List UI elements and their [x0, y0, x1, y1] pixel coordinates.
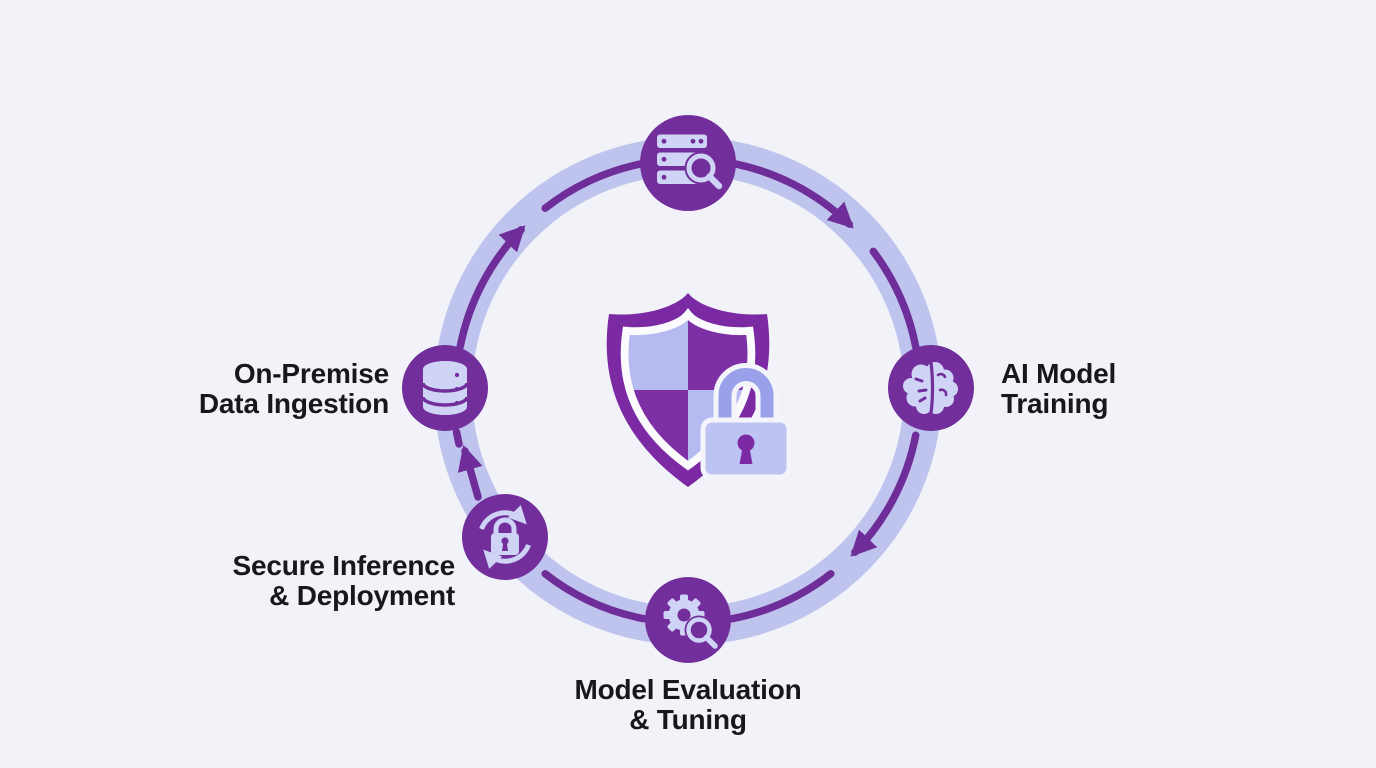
- arrow-right-to-bottom: [850, 431, 920, 557]
- arrow-bottomleft-to-left: [457, 444, 483, 501]
- label-ai-model-training: AI Model Training: [1001, 358, 1117, 419]
- shield-lock-icon: [606, 293, 792, 487]
- server-search-icon: [657, 134, 723, 190]
- flow-arrows: [452, 159, 920, 623]
- arc-stub-left: [452, 428, 463, 448]
- keyhole: [737, 434, 755, 452]
- database-icon: [421, 361, 469, 415]
- shield-inner-outline: [620, 308, 756, 471]
- arc-bottom-to-bottomleft: [541, 570, 648, 623]
- arc-to-bottom-node: [728, 570, 835, 623]
- node-bottom: [645, 577, 731, 663]
- lock-refresh-icon: [479, 505, 531, 569]
- gear-search-icon: [663, 594, 718, 649]
- arrow-left-to-top: [456, 225, 526, 351]
- node-top: [640, 115, 736, 211]
- arrow-top-to-right: [728, 159, 854, 229]
- brain-icon: [903, 361, 958, 415]
- label-model-evaluation-tuning: Model Evaluation & Tuning: [574, 674, 802, 735]
- label-secure-inference-deployment: Secure Inference & Deployment: [232, 550, 456, 611]
- node-right: [888, 345, 974, 431]
- label-on-premise-data-ingestion: On-Premise Data Ingestion: [198, 358, 389, 419]
- padlock-icon: [700, 363, 792, 480]
- node-bottom-left: [462, 494, 548, 580]
- arc-to-top-node: [541, 159, 648, 212]
- node-left: [402, 345, 488, 431]
- arc-to-right-node: [869, 247, 920, 351]
